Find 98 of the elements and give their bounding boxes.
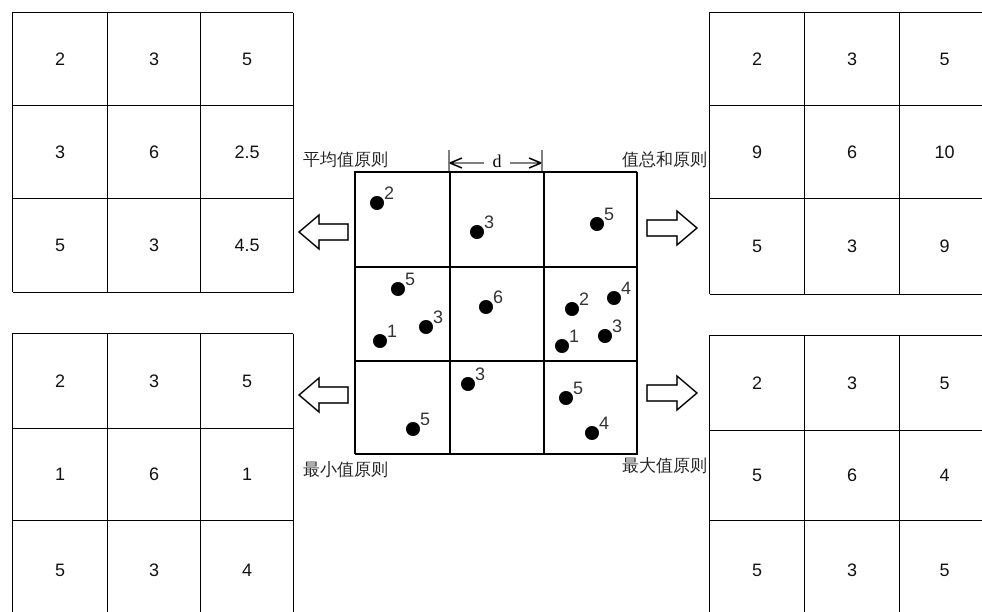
table-cell bbox=[805, 336, 900, 431]
point-value: 6 bbox=[493, 288, 504, 306]
cell-value: 1 bbox=[242, 464, 252, 485]
value-table bbox=[709, 12, 982, 294]
table-cell bbox=[108, 334, 201, 429]
point-value: 3 bbox=[612, 317, 622, 335]
cell-value: 2 bbox=[752, 48, 762, 70]
point-value: 1 bbox=[387, 322, 398, 340]
grid-cell bbox=[355, 172, 450, 267]
table-cell bbox=[805, 431, 900, 521]
cell-value: 3 bbox=[846, 560, 857, 581]
cell-value: 9 bbox=[939, 236, 950, 257]
point-value: 5 bbox=[573, 379, 584, 397]
table-cell bbox=[108, 106, 201, 199]
cell-value: 6 bbox=[846, 142, 857, 162]
point-value: 2 bbox=[384, 184, 394, 202]
table-cell bbox=[108, 13, 201, 106]
table-cell bbox=[201, 106, 294, 199]
cell-value: 9 bbox=[752, 142, 762, 162]
cell-value: 3 bbox=[148, 560, 159, 581]
cell-value: 2.5 bbox=[234, 142, 260, 162]
cell-value: 5 bbox=[939, 372, 950, 394]
table-cell bbox=[805, 106, 900, 199]
table-cell bbox=[201, 199, 294, 293]
table-cell bbox=[201, 13, 294, 106]
cell-value: 3 bbox=[846, 372, 857, 394]
cell-value: 6 bbox=[846, 465, 857, 486]
cell-value: 2 bbox=[54, 48, 65, 70]
point-value: 3 bbox=[484, 213, 494, 231]
table-cell bbox=[108, 199, 201, 293]
table-cell bbox=[13, 334, 108, 429]
table-cell bbox=[710, 199, 805, 295]
table-cell bbox=[710, 106, 805, 199]
cell-value: 5 bbox=[54, 560, 65, 581]
point-value: 5 bbox=[420, 410, 430, 428]
table-cell bbox=[201, 429, 294, 521]
point-value: 3 bbox=[475, 365, 486, 383]
value-table bbox=[12, 333, 293, 612]
table-cell bbox=[710, 13, 805, 106]
table-cell bbox=[710, 431, 805, 521]
edge-label: 值总和原则 bbox=[622, 149, 707, 171]
grid-cell bbox=[450, 172, 544, 267]
cell-value: 4 bbox=[939, 465, 950, 486]
grid-cell bbox=[544, 361, 638, 455]
point-value: 3 bbox=[433, 308, 444, 326]
point-value: 4 bbox=[599, 414, 610, 432]
cell-value: 5 bbox=[242, 370, 252, 392]
cell-value: 5 bbox=[242, 48, 252, 70]
cell-value: 5 bbox=[939, 560, 950, 581]
hollow-arrow bbox=[646, 209, 698, 247]
point-value: 5 bbox=[405, 270, 416, 288]
hollow-arrow bbox=[646, 374, 698, 412]
value-table bbox=[709, 335, 982, 612]
cell-value: 5 bbox=[54, 235, 65, 256]
cell-value: 5 bbox=[752, 560, 762, 581]
grid-box bbox=[354, 171, 637, 454]
cell-value: 3 bbox=[148, 235, 159, 256]
table-cell bbox=[13, 13, 108, 106]
table-cell bbox=[805, 13, 900, 106]
grid-cell bbox=[544, 172, 638, 267]
table-cell bbox=[13, 106, 108, 199]
cell-value: 3 bbox=[54, 142, 65, 162]
cell-value: 6 bbox=[148, 464, 159, 485]
point-value: 4 bbox=[621, 279, 632, 297]
grid-cell bbox=[450, 361, 544, 455]
table-cell bbox=[108, 429, 201, 521]
value-table bbox=[12, 12, 293, 292]
point-value: 5 bbox=[604, 205, 614, 223]
grid-cell bbox=[355, 361, 450, 455]
grid-cell bbox=[544, 267, 638, 361]
edge-label: 最大值原则 bbox=[622, 455, 707, 477]
edge-label: 平均值原则 bbox=[303, 149, 388, 171]
cell-value: 2 bbox=[54, 370, 65, 392]
cell-value: 3 bbox=[148, 370, 159, 392]
edge-label: 最小值原则 bbox=[303, 459, 388, 481]
grid-cell bbox=[355, 267, 450, 361]
hollow-arrow bbox=[298, 376, 349, 414]
table-cell bbox=[201, 334, 294, 429]
cell-value: 1 bbox=[54, 464, 65, 485]
cell-value: 2 bbox=[752, 372, 762, 394]
table-cell bbox=[805, 199, 900, 295]
cell-value: 3 bbox=[846, 236, 857, 257]
cell-value: 4.5 bbox=[234, 235, 260, 256]
cell-value: 5 bbox=[752, 236, 762, 257]
cell-value: 5 bbox=[939, 48, 950, 70]
cell-value: 3 bbox=[148, 48, 159, 70]
grid-cell bbox=[450, 267, 544, 361]
point-value: 1 bbox=[569, 327, 580, 345]
cell-value: 4 bbox=[242, 560, 252, 581]
table-cell bbox=[13, 199, 108, 293]
table-cell bbox=[710, 336, 805, 431]
cell-value: 6 bbox=[148, 142, 159, 162]
point-value: 2 bbox=[579, 290, 590, 308]
hollow-arrow bbox=[298, 213, 349, 251]
cell-value: 5 bbox=[752, 465, 762, 486]
table-cell bbox=[13, 429, 108, 521]
cell-value: 3 bbox=[846, 48, 857, 70]
cell-value: 10 bbox=[934, 142, 955, 162]
